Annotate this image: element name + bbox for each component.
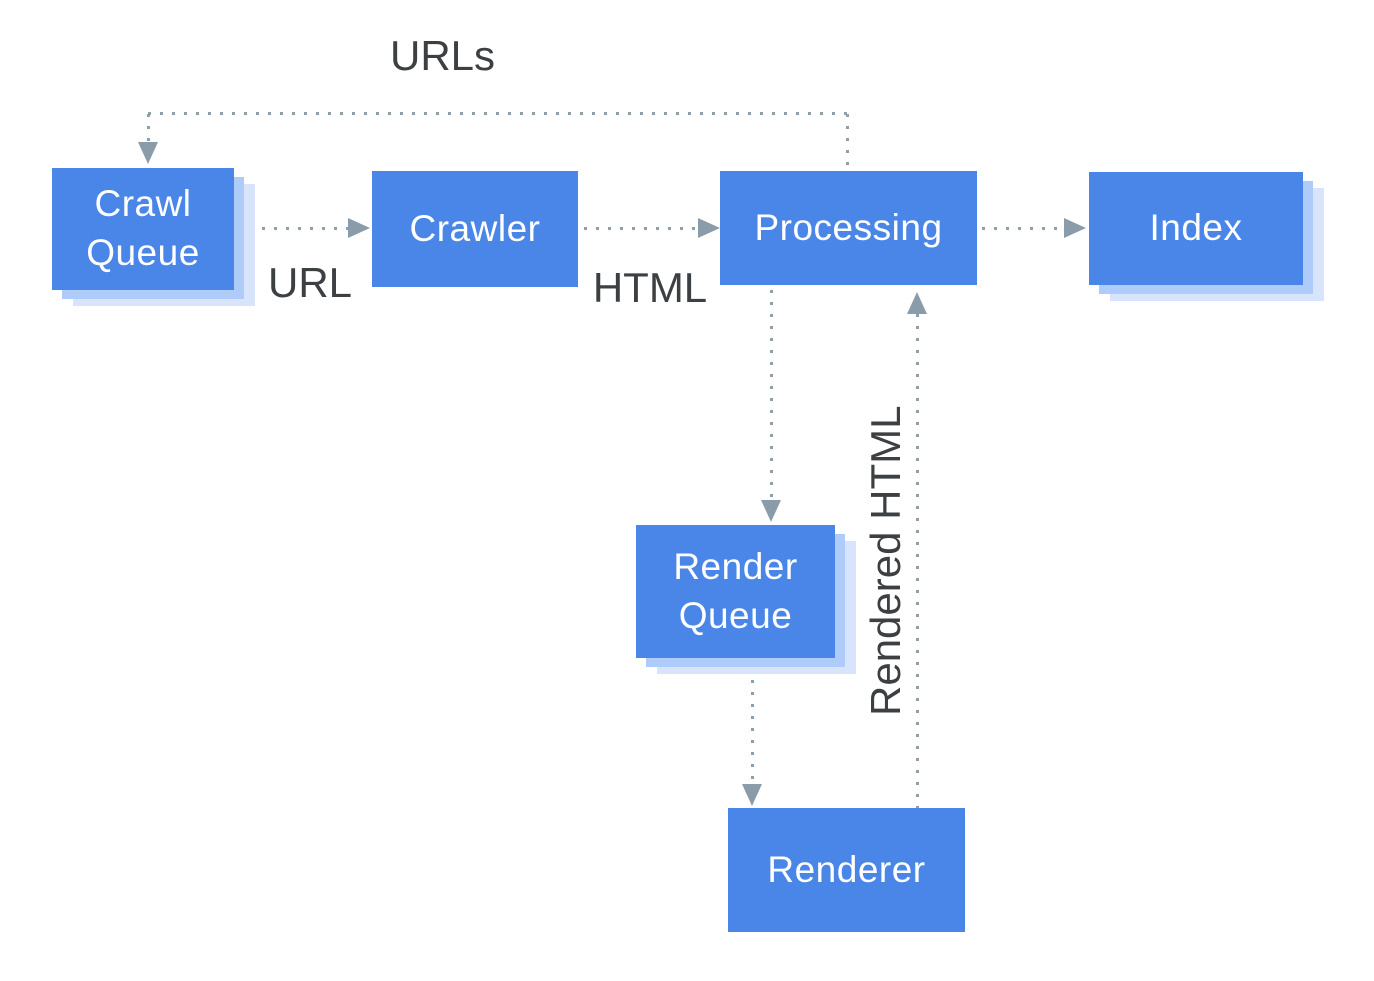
node-crawl-queue-label: Crawl Queue [86, 183, 200, 273]
node-render-queue: Render Queue [636, 525, 856, 674]
node-renderer: Renderer [728, 808, 965, 932]
node-processing-label: Processing [754, 206, 943, 248]
node-crawler-face: Crawler [372, 171, 578, 287]
node-crawl-queue: Crawl Queue [52, 168, 255, 306]
node-renderer-label: Renderer [767, 848, 926, 890]
arrowhead-down-into-render-queue-icon [761, 500, 781, 522]
node-index: Index [1089, 172, 1324, 301]
arrowhead-right-into-processing-icon [698, 218, 720, 238]
edge-label-html: HTML [592, 264, 708, 311]
arrowhead-right-into-index-icon [1064, 218, 1086, 238]
edge-label-urls: URLs [390, 32, 496, 79]
arrowhead-right-into-crawler-icon [348, 218, 370, 238]
node-processing: Processing [720, 171, 977, 285]
edge-urls-vertical-left-line [147, 114, 150, 144]
arrowhead-up-into-processing-icon [907, 292, 927, 314]
node-crawler-label: Crawler [409, 207, 541, 249]
node-crawler: Crawler [372, 171, 578, 287]
edge-processing-index-line [982, 227, 1064, 230]
node-crawl-queue-face: Crawl Queue [52, 168, 234, 290]
arrowhead-down-into-crawl-queue-icon [138, 142, 158, 164]
node-render-queue-face: Render Queue [636, 525, 835, 658]
node-processing-face: Processing [720, 171, 977, 285]
node-render-queue-label: Render Queue [673, 545, 798, 636]
node-renderer-face: Renderer [728, 808, 965, 932]
arrowhead-down-into-renderer-icon [742, 784, 762, 806]
edge-url-line [250, 227, 348, 230]
edge-label-rendered-html: Rendered HTML [862, 405, 909, 716]
edge-label-url: URL [267, 259, 353, 306]
edge-renderqueue-renderer-line [751, 680, 754, 784]
edge-urls-vertical-right-line [846, 114, 849, 171]
edge-urls-horizontal-line [148, 112, 849, 115]
edge-processing-renderqueue-line [770, 290, 773, 500]
node-index-face: Index [1089, 172, 1303, 285]
edge-rendered-html-line [916, 314, 919, 808]
edge-html-line [584, 227, 698, 230]
node-index-label: Index [1149, 207, 1243, 249]
